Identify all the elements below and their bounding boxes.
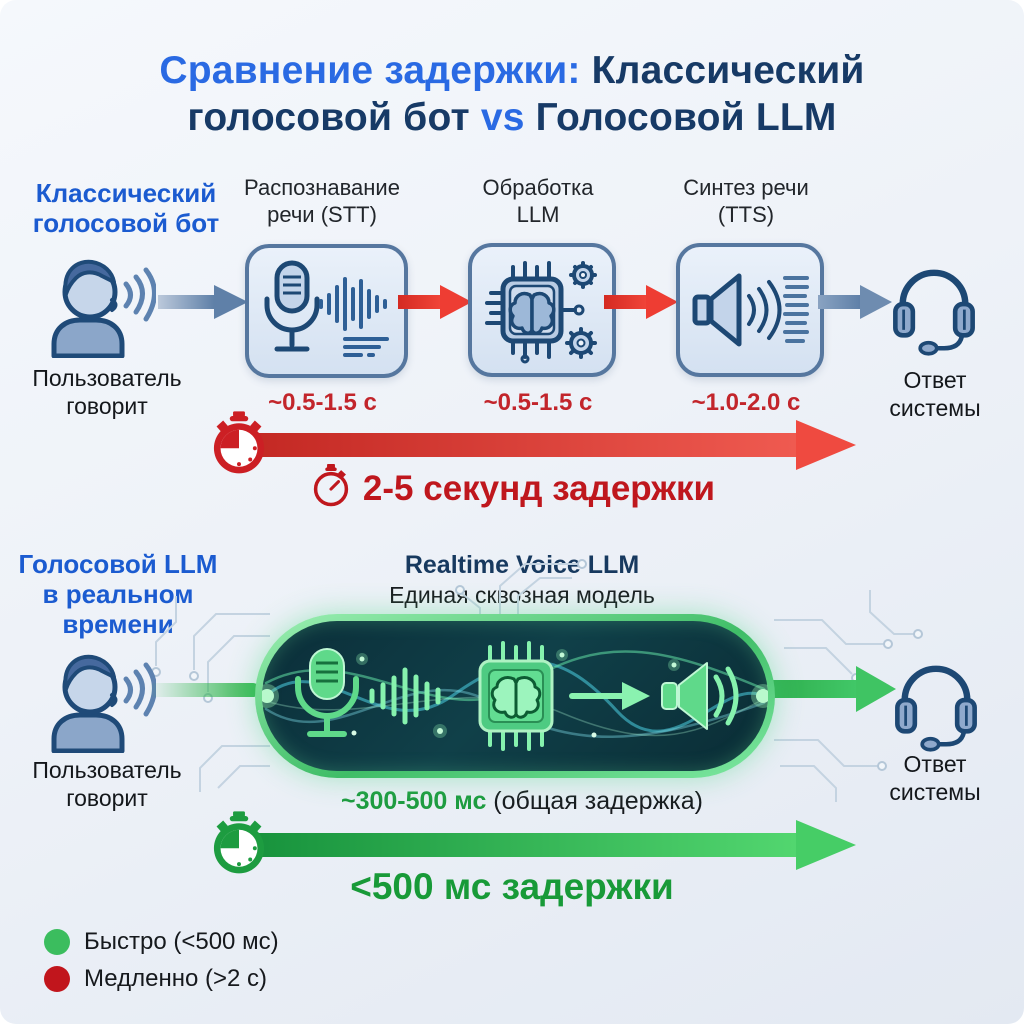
user-speaks-label: Пользователь говорит [32,757,182,812]
chip-brain-icon [478,641,554,751]
red-timeline-arrow [248,420,856,470]
llm-box [468,243,616,377]
tts-box [676,243,824,377]
realtime-capsule [255,614,775,778]
flow-arrow-red-icon [604,285,678,319]
microphone-icon [295,648,359,737]
system-response-label: Ответ системы [889,367,981,422]
step-title-llm: Обработка LLM [482,175,594,227]
realtime-heading: Realtime Voice LLM [404,551,640,579]
realtime-total-latency: <500 мс задержки [350,866,674,907]
llm-timing: ~0.5-1.5 с [483,389,593,416]
green-connector-line [148,683,260,697]
stt-timing: ~0.5-1.5 с [268,389,377,416]
system-response-label: Ответ системы [889,751,981,806]
classic-total-latency: 2-5 секунд задержки [112,464,912,509]
arrow-right-icon [569,682,650,710]
stopwatch-icon [213,411,265,474]
user-speaks-label: Пользователь говорит [32,365,182,420]
title-segment: Сравнение задержки: [159,49,592,92]
classic-total-latency-text: 2-5 секунд задержки [362,469,716,508]
gear-icon [565,327,597,359]
legend-item-slow: Медленно (>2 с) [44,965,267,993]
headset-icon [893,269,975,356]
realtime-subheading: Единая сквозная модель [389,582,655,608]
legend-item-fast: Быстро (<500 мс) [44,928,279,956]
fast-dot-icon [44,929,70,955]
legend-slow-label: Медленно (>2 с) [84,965,267,992]
flow-arrow-red-icon [398,285,472,319]
green-timeline-arrow [248,820,856,870]
flow-arrow-gray-icon [158,285,248,319]
step-title-tts: Синтез речи (TTS) [683,175,809,227]
speaker-icon [661,662,739,730]
realtime-timing-note: (общая задержка) [486,787,704,815]
realtime-flow-label: Голосовой LLM в реальном времени [18,549,218,640]
page-title: Сравнение задержки: Классический голосов… [132,48,892,142]
realtime-timing-value: ~300-500 мс [340,787,487,815]
waveform-icon [369,667,441,725]
legend-fast-label: Быстро (<500 мс) [84,928,279,955]
speaking-user-icon [51,259,156,358]
flow-arrow-gray-icon [818,285,892,319]
stt-box [245,244,408,378]
title-segment: vs [480,95,525,139]
chip-brain-gears-icon [485,261,597,364]
microphone-waveform-icon [264,260,389,357]
headset-icon [895,665,977,752]
classic-flow-label: Классический голосовой бот [32,178,220,239]
step-title-stt: Распознавание речи (STT) [244,175,400,227]
tts-timing: ~1.0-2.0 с [691,389,801,416]
capsule-pipeline-icon [262,641,768,751]
speaker-waves-icon [692,273,809,347]
stopwatch-outline-icon [313,464,349,507]
flow-arrow-green-icon [772,666,896,712]
speaking-user-icon [51,654,156,753]
gear-icon [569,261,597,289]
title-segment: Голосовой LLM [524,95,837,139]
circuit-pattern-right [774,590,923,802]
title-segment: Классический голосовой бот [187,49,865,139]
slow-dot-icon [44,966,70,992]
stopwatch-icon [213,811,265,874]
realtime-timing: ~300-500 мс (общая задержка) [202,787,842,816]
